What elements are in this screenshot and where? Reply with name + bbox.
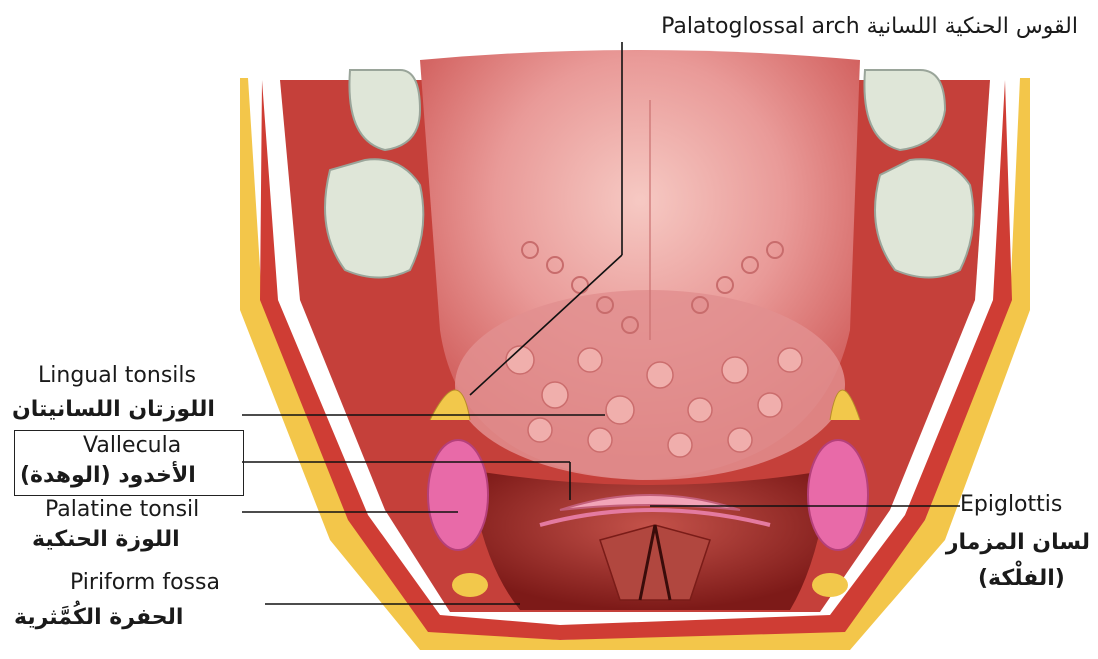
lingual-tonsils-label: Lingual tonsils	[38, 363, 196, 389]
vallecula-arabic: الأخدود (الوهدة)	[20, 463, 238, 489]
left-palatine-tonsil	[428, 440, 488, 550]
palatine-tonsil-arabic: اللوزة الحنكية	[32, 527, 232, 553]
epiglottis-arabic: لسان المزمار	[955, 530, 1090, 556]
left-molar-lower	[325, 159, 423, 277]
right-palatine-tonsil	[808, 440, 868, 550]
palatoglossal-arch-label: Palatoglossal arch القوس الحنكية اللساني…	[661, 14, 1078, 40]
piriform-fossa-label: Piriform fossa	[70, 570, 220, 596]
vallecula-label: Vallecula	[83, 433, 181, 459]
piriform-fossa-arabic: الحفرة الكُمَّثرية	[14, 605, 259, 631]
lingual-tonsils-arabic: اللوزتان اللسانيتان	[12, 397, 240, 423]
epiglottis-arabic-alt: (الفلْكة)	[978, 566, 1088, 592]
right-molar-lower	[875, 159, 973, 277]
palatine-tonsil-label: Palatine tonsil	[45, 497, 199, 523]
laryngeal-inlet	[600, 525, 710, 600]
epiglottis-label: Epiglottis	[960, 492, 1062, 518]
